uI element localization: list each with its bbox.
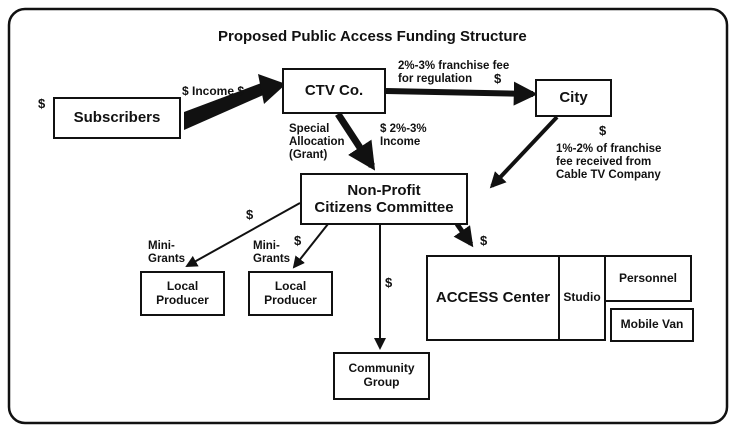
- node-local-producer-2-line2: Producer: [264, 292, 317, 307]
- node-nonprofit-line1: Non-Profit: [347, 181, 421, 199]
- node-access-center: ACCESS Center: [426, 255, 560, 341]
- node-local-producer-1-line1: Local: [166, 278, 199, 293]
- diagram-title: Proposed Public Access Funding Structure: [218, 28, 527, 45]
- dollar-label-franchise: $: [494, 71, 502, 86]
- node-nonprofit-citizens-committee: Non-Profit Citizens Committee: [300, 173, 468, 225]
- node-ctv-co-label: CTV Co.: [304, 82, 364, 100]
- income-percentage-line2: Income: [380, 136, 421, 149]
- special-allocation-line3: (Grant): [289, 149, 328, 162]
- node-city: City: [535, 79, 612, 117]
- node-access-center-label: ACCESS Center: [435, 289, 551, 307]
- node-local-producer-1-line2: Producer: [156, 292, 209, 307]
- node-personnel: Personnel: [604, 255, 692, 302]
- dollar-label-community: $: [385, 275, 393, 290]
- node-mobile-van: Mobile Van: [610, 308, 694, 342]
- franchise-fee-label: 2%-3% franchise fee for regulation: [398, 60, 509, 86]
- arrow-city-to-nonprofit: [489, 115, 559, 189]
- dollar-label-subscribers: $: [38, 96, 46, 111]
- node-city-label: City: [559, 89, 588, 107]
- income-percentage-line1: $ 2%-3%: [380, 123, 427, 135]
- city-fee-line3: Cable TV Company: [556, 169, 661, 182]
- node-mobile-van-label: Mobile Van: [620, 317, 684, 332]
- special-allocation-label: Special Allocation (Grant): [289, 123, 345, 163]
- node-ctv-co: CTV Co.: [282, 68, 386, 114]
- special-allocation-line1: Special: [289, 123, 330, 135]
- node-studio: Studio: [558, 255, 606, 341]
- dollar-label-producer-1: $: [246, 207, 254, 222]
- node-local-producer-2-line1: Local: [274, 278, 307, 293]
- node-personnel-label: Personnel: [618, 270, 678, 285]
- node-subscribers-label: Subscribers: [73, 109, 161, 127]
- node-community-line1: Community: [348, 361, 415, 376]
- dollar-label-producer-2: $: [294, 233, 302, 248]
- node-community-group: Community Group: [333, 352, 430, 400]
- arrow-nonprofit-to-local-producer-1: [185, 202, 301, 267]
- arrow-ctv-to-nonprofit: [335, 112, 376, 171]
- franchise-fee-line1: 2%-3% franchise fee: [398, 60, 510, 72]
- minigrants-2-line2: Grants: [253, 253, 291, 266]
- city-fee-line1: 1%-2% of franchise: [556, 143, 662, 155]
- income-percentage-label: $ 2%-3% Income: [380, 123, 427, 149]
- minigrants-1-line2: Grants: [148, 253, 186, 266]
- dollar-label-access: $: [480, 233, 488, 248]
- node-community-line2: Group: [363, 375, 400, 389]
- city-fee-line2: fee received from: [556, 156, 652, 169]
- arrow-subscribers-to-ctv: [184, 74, 286, 130]
- minigrants-1-line1: Mini-: [148, 240, 175, 252]
- node-local-producer-2: Local Producer: [248, 271, 333, 316]
- node-subscribers: Subscribers: [53, 97, 181, 139]
- franchise-fee-line2: for regulation: [398, 73, 473, 86]
- special-allocation-line2: Allocation: [289, 136, 345, 149]
- node-studio-label: Studio: [563, 290, 601, 305]
- outer-frame: [7, 7, 729, 425]
- city-fee-label: 1%-2% of franchise fee received from Cab…: [556, 143, 661, 183]
- node-nonprofit-line2: Citizens Committee: [314, 199, 454, 216]
- arrow-nonprofit-to-access-center: [453, 222, 474, 248]
- dollar-label-city: $: [599, 123, 607, 138]
- arrow-nonprofit-to-local-producer-2: [292, 223, 329, 269]
- income-label: $ Income $: [182, 84, 245, 98]
- minigrants-2-line1: Mini-: [253, 240, 280, 252]
- minigrants-label-2: Mini- Grants: [253, 240, 290, 266]
- node-local-producer-1: Local Producer: [140, 271, 225, 316]
- arrow-ctv-to-city: [385, 81, 538, 106]
- minigrants-label-1: Mini- Grants: [148, 240, 185, 266]
